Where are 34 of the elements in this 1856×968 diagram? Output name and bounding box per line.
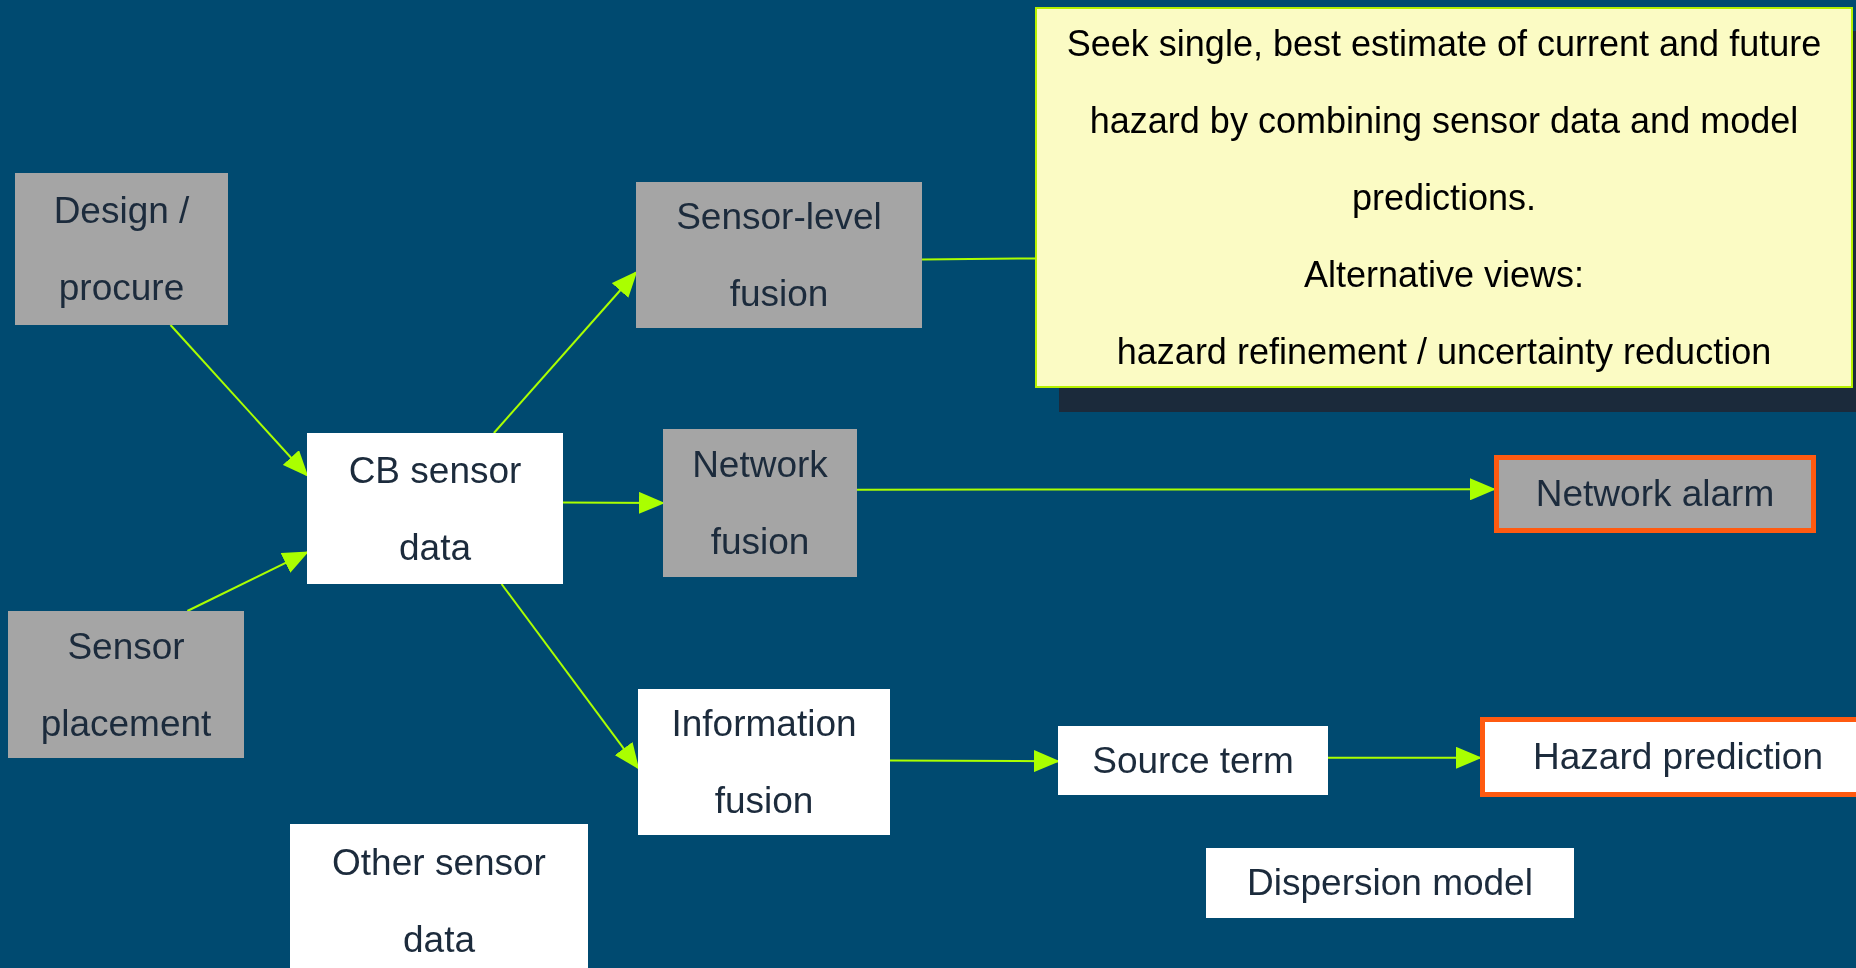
highlighted-box [1494,455,1816,533]
process-box [1058,726,1328,795]
callout-text: hazard refinement / uncertainty reduction [1116,330,1772,374]
box-label: Sensor-level fusion [675,195,883,316]
box-label: Network alarm [1535,472,1775,516]
box-label: Network fusion [691,443,829,564]
box-label: Design / procure [52,189,191,310]
box-label: Information fusion [670,702,858,823]
callout-text: Seek single, best estimate of current and future hazard by combining sensor data and model predictions. [1065,22,1823,220]
box-label: Other sensor data [331,841,547,962]
process-box [636,182,922,328]
process-box [8,611,244,758]
highlighted-box [1480,717,1856,797]
arrow [186,551,309,612]
box-label: Dispersion model [1247,861,1533,905]
process-box [638,689,890,835]
callout-text: Alternative views: [1303,253,1585,297]
arrow [1327,746,1482,769]
process-box [307,433,563,584]
process-box [1206,848,1574,918]
box-label: Sensor placement [39,624,213,746]
connector-line [921,257,1036,261]
arrow [500,583,640,770]
arrow [889,750,1060,773]
arrow [169,324,309,477]
arrow [492,271,638,434]
arrow [856,478,1496,501]
process-box [15,173,228,325]
box-label: CB sensor data [347,448,523,570]
arrow [562,491,665,514]
process-box [290,824,588,968]
process-box [663,429,857,577]
box-label: Hazard prediction [1533,735,1823,779]
box-label: Source term [1092,738,1294,783]
